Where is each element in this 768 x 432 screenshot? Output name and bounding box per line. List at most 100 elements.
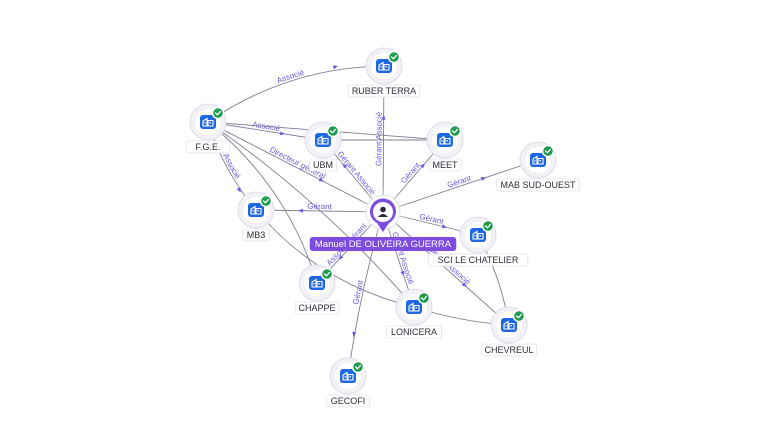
node-label-group: MEET	[428, 158, 462, 172]
edge-arrow	[338, 254, 344, 260]
edge-arrow	[400, 270, 405, 277]
verified-check-icon	[512, 309, 526, 323]
center-node[interactable]: Manuel DE OLIVEIRA GUERRA	[309, 186, 457, 251]
verified-check-icon	[417, 291, 431, 305]
node-label: CHEVREUL	[484, 345, 533, 355]
node-label-group: LONICERA	[386, 325, 442, 339]
node-label-box	[481, 343, 537, 357]
edge-arrow	[420, 163, 425, 169]
edge-line	[382, 211, 510, 326]
company-icon	[470, 228, 486, 242]
node-label: UBM	[313, 160, 333, 170]
company-icon	[315, 133, 331, 147]
node-label: MEET	[432, 160, 458, 170]
node-lonicera[interactable]: LONICERA	[386, 288, 442, 339]
node-label: CHAPPE	[298, 303, 335, 313]
company-icon	[248, 203, 264, 217]
edge-label: Gérant	[399, 160, 422, 185]
node-label: RUBER TERRA	[352, 86, 416, 96]
edge-arrow	[318, 177, 324, 182]
node-gecofi[interactable]: GECOFI	[325, 357, 371, 408]
verified-check-icon	[481, 219, 495, 233]
edge-arrow	[342, 163, 348, 169]
node-sci-le-chatelier[interactable]: SCI LE CHATELIER	[427, 216, 529, 267]
company-icon	[200, 115, 216, 129]
node-ruber-terra[interactable]: RUBER TERRA	[347, 47, 421, 98]
node-label: F.G.E.	[195, 142, 220, 152]
edge-arrow	[461, 282, 467, 288]
edge-arrow	[480, 177, 487, 181]
node-mab-sud-ouest[interactable]: MAB SUD-OUEST	[496, 141, 580, 192]
edge-line	[207, 121, 384, 213]
company-icon	[376, 59, 392, 73]
node-label-box	[428, 158, 462, 172]
edge-arrow	[332, 65, 339, 70]
edge-line	[207, 121, 324, 141]
edge-arrow	[352, 331, 357, 337]
node-label: GECOFI	[331, 396, 366, 406]
edge-line	[382, 159, 539, 213]
verified-check-icon	[320, 267, 334, 281]
person-icon	[370, 198, 397, 232]
company-icon	[309, 276, 325, 290]
node-fge[interactable]: F.G.E.	[185, 103, 231, 154]
company-icon	[340, 369, 356, 383]
nodes-layer: RUBER TERRA F.G.E. UBM MEET MAB SUD-OUEST MB3…	[185, 47, 580, 408]
verified-check-icon	[351, 360, 365, 374]
edge-fge-lonicera	[207, 121, 415, 308]
verified-check-icon	[211, 106, 225, 120]
company-icon	[406, 300, 422, 314]
node-mb3[interactable]: MB3	[237, 191, 275, 242]
node-label: LONICERA	[391, 327, 437, 337]
verified-check-icon	[541, 144, 555, 158]
edge-arrow	[441, 224, 448, 229]
node-meet[interactable]: MEET	[426, 121, 464, 172]
node-label-group: CHEVREUL	[481, 343, 537, 357]
node-label-group: CHAPPE	[294, 301, 340, 315]
center-label-box	[309, 237, 457, 251]
node-label-group: F.G.E.	[185, 140, 231, 154]
node-label-group: MAB SUD-OUEST	[496, 178, 580, 192]
edge-arrow	[297, 208, 303, 213]
node-label-box	[294, 301, 340, 315]
edge-fge-chappe	[207, 121, 318, 284]
node-label-box	[309, 158, 337, 172]
node-label-group: MB3	[242, 228, 270, 242]
node-ubm[interactable]: UBM	[304, 121, 342, 172]
node-label-box	[347, 84, 421, 98]
company-icon	[437, 133, 453, 147]
edge-arrow	[279, 131, 286, 136]
verified-check-icon	[448, 124, 462, 138]
edge-label: Gérant	[307, 202, 332, 211]
edge-label: Gérant	[419, 212, 446, 227]
node-label-box	[185, 140, 231, 154]
edge-label: Associé	[275, 68, 305, 85]
verified-check-icon	[387, 50, 401, 64]
verified-check-icon	[259, 194, 273, 208]
node-label-box	[496, 178, 580, 192]
center-label: Manuel DE OLIVEIRA GUERRA	[315, 239, 452, 250]
edge-line	[207, 121, 415, 308]
node-label: MB3	[247, 230, 266, 240]
verified-check-icon	[326, 124, 340, 138]
node-label-group: GECOFI	[325, 394, 371, 408]
edge-arrow	[381, 114, 386, 120]
node-label-group: RUBER TERRA	[347, 84, 421, 98]
node-chappe[interactable]: CHAPPE	[294, 264, 340, 315]
edge-line	[207, 121, 318, 284]
node-label: MAB SUD-OUEST	[500, 180, 576, 190]
node-label-box	[427, 253, 529, 267]
company-icon	[530, 153, 546, 167]
node-label-group: UBM	[309, 158, 337, 172]
edge-arrow	[236, 187, 241, 193]
edge-label: Gérant Associé	[374, 111, 383, 166]
edge-label: Gérant	[446, 173, 473, 190]
company-icon	[501, 318, 517, 332]
node-label-box	[242, 228, 270, 242]
edge-line	[207, 65, 385, 123]
node-label-group: SCI LE CHATELIER	[427, 253, 529, 267]
node-label-box	[386, 325, 442, 339]
node-label: SCI LE CHATELIER	[438, 255, 519, 265]
node-chevreul[interactable]: CHEVREUL	[481, 306, 537, 357]
